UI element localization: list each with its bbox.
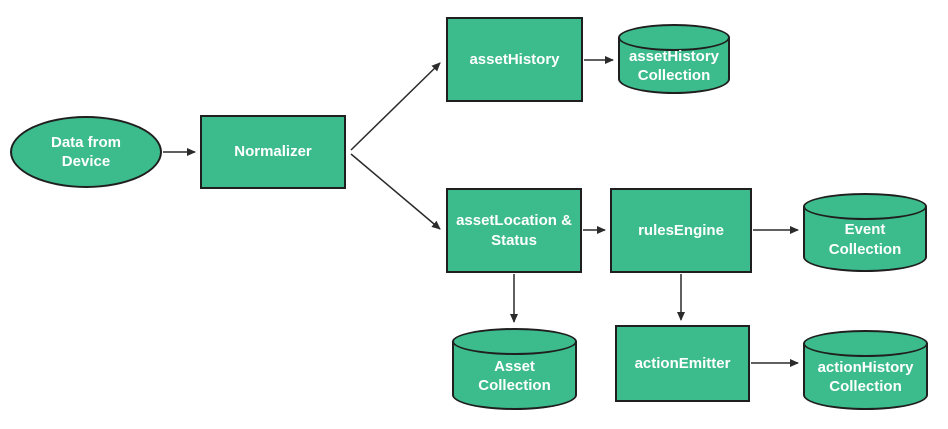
cylinder-top [803,193,927,220]
edge-normalizer-to-assetlocation [350,153,441,230]
node-asset-location-status: assetLocation & Status [446,188,582,273]
node-label: Event Collection [828,221,902,258]
node-data-from-device: Data from Device [10,116,162,188]
node-asset-collection: Asset Collection [452,328,577,410]
node-label: Asset Collection [478,357,551,395]
edge-normalizer-to-assethistory [350,62,441,151]
node-action-history-collection: actionHistory Collection [803,330,928,410]
cylinder-body [803,206,927,272]
node-label: actionHistory Collection [817,358,914,396]
cylinder-top [803,330,928,357]
node-action-emitter: actionEmitter [615,325,750,402]
node-asset-history: assetHistory [446,17,583,102]
node-asset-history-collection: assetHistory Collection [618,24,730,94]
node-rules-engine: rulesEngine [610,188,752,273]
cylinder-top [618,24,730,51]
node-label: assetHistory Collection [628,47,720,85]
node-normalizer: Normalizer [200,115,346,189]
cylinder-top [452,328,577,355]
node-event-collection: Event Collection [803,193,927,272]
cylinder-body [803,343,928,410]
